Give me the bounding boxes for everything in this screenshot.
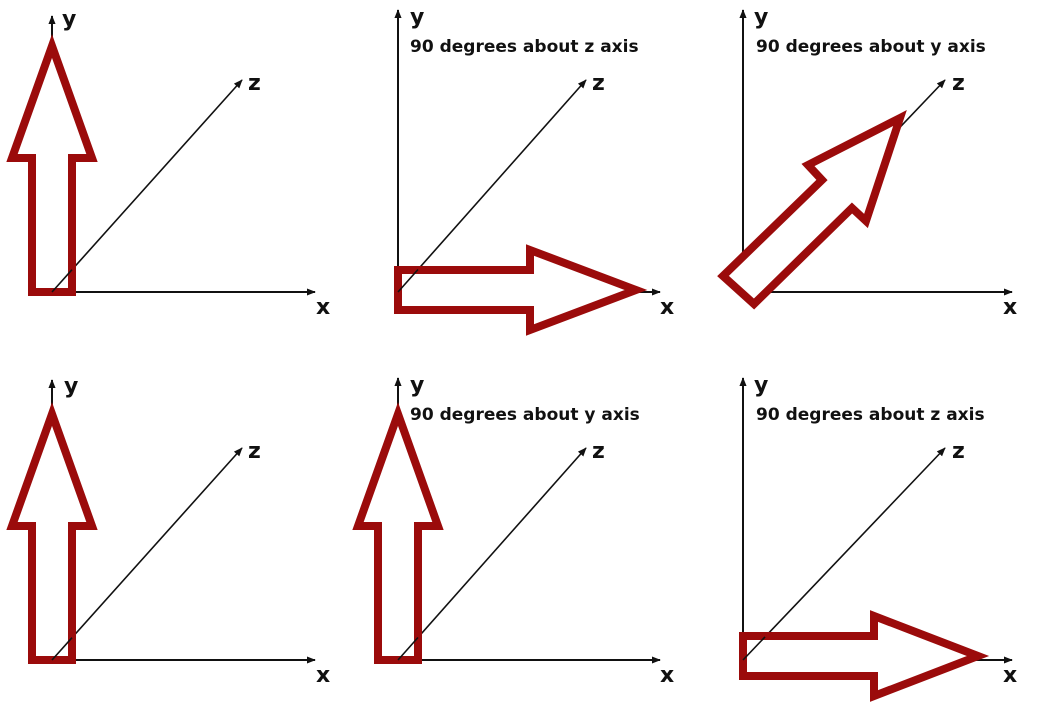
z-axis-label: z [248, 439, 261, 464]
y-axis-label: y [410, 5, 424, 30]
x-axis-label: x [660, 295, 674, 320]
x-axis-label: x [316, 295, 330, 320]
y-axis-label: y [754, 373, 768, 398]
z-axis-label: z [592, 439, 605, 464]
z-axis-label: z [248, 71, 261, 96]
panel-caption: 90 degrees about y axis [410, 405, 640, 425]
y-axis-label: y [64, 374, 78, 399]
panel-bottom-middle: 90 degrees about y axis y x z [352, 373, 674, 688]
z-axis-overlay [51, 637, 73, 661]
y-axis-label: y [410, 373, 424, 398]
z-axis [397, 79, 587, 293]
y-axis-label: y [62, 7, 76, 32]
z-axis-overlay [51, 269, 73, 293]
z-axis-overlay [742, 636, 766, 661]
panel-caption: 90 degrees about z axis [756, 405, 985, 425]
z-axis [51, 447, 243, 661]
panel-bottom-right: 90 degrees about z axis y x z [739, 373, 1017, 702]
panel-caption: 90 degrees about y axis [756, 37, 986, 57]
x-axis-label: x [316, 663, 330, 688]
z-axis-label: z [952, 439, 965, 464]
z-axis-label: z [592, 71, 605, 96]
z-axis [397, 447, 587, 661]
z-axis [742, 447, 946, 661]
panel-bottom-left: y x z [6, 374, 330, 688]
rotation-arrow [6, 34, 98, 296]
rotation-arrow [717, 110, 907, 310]
x-axis-label: x [1003, 295, 1017, 320]
panel-caption: 90 degrees about z axis [410, 37, 639, 57]
z-axis-label: z [952, 71, 965, 96]
y-axis-label: y [754, 5, 768, 30]
z-axis-overlay [397, 636, 419, 661]
panel-top-middle: 90 degrees about z axis y x z [394, 5, 674, 336]
rotation-arrow [352, 402, 444, 664]
z-axis [51, 79, 243, 293]
panel-top-right: 90 degrees about y axis y x z [717, 5, 1017, 320]
z-axis-overlay [397, 268, 419, 293]
rotation-arrow [394, 244, 648, 336]
rotation-arrow [739, 610, 990, 702]
panel-top-left: y x z [6, 7, 330, 320]
x-axis-label: x [1003, 663, 1017, 688]
rotation-arrow [6, 402, 98, 664]
x-axis-label: x [660, 663, 674, 688]
